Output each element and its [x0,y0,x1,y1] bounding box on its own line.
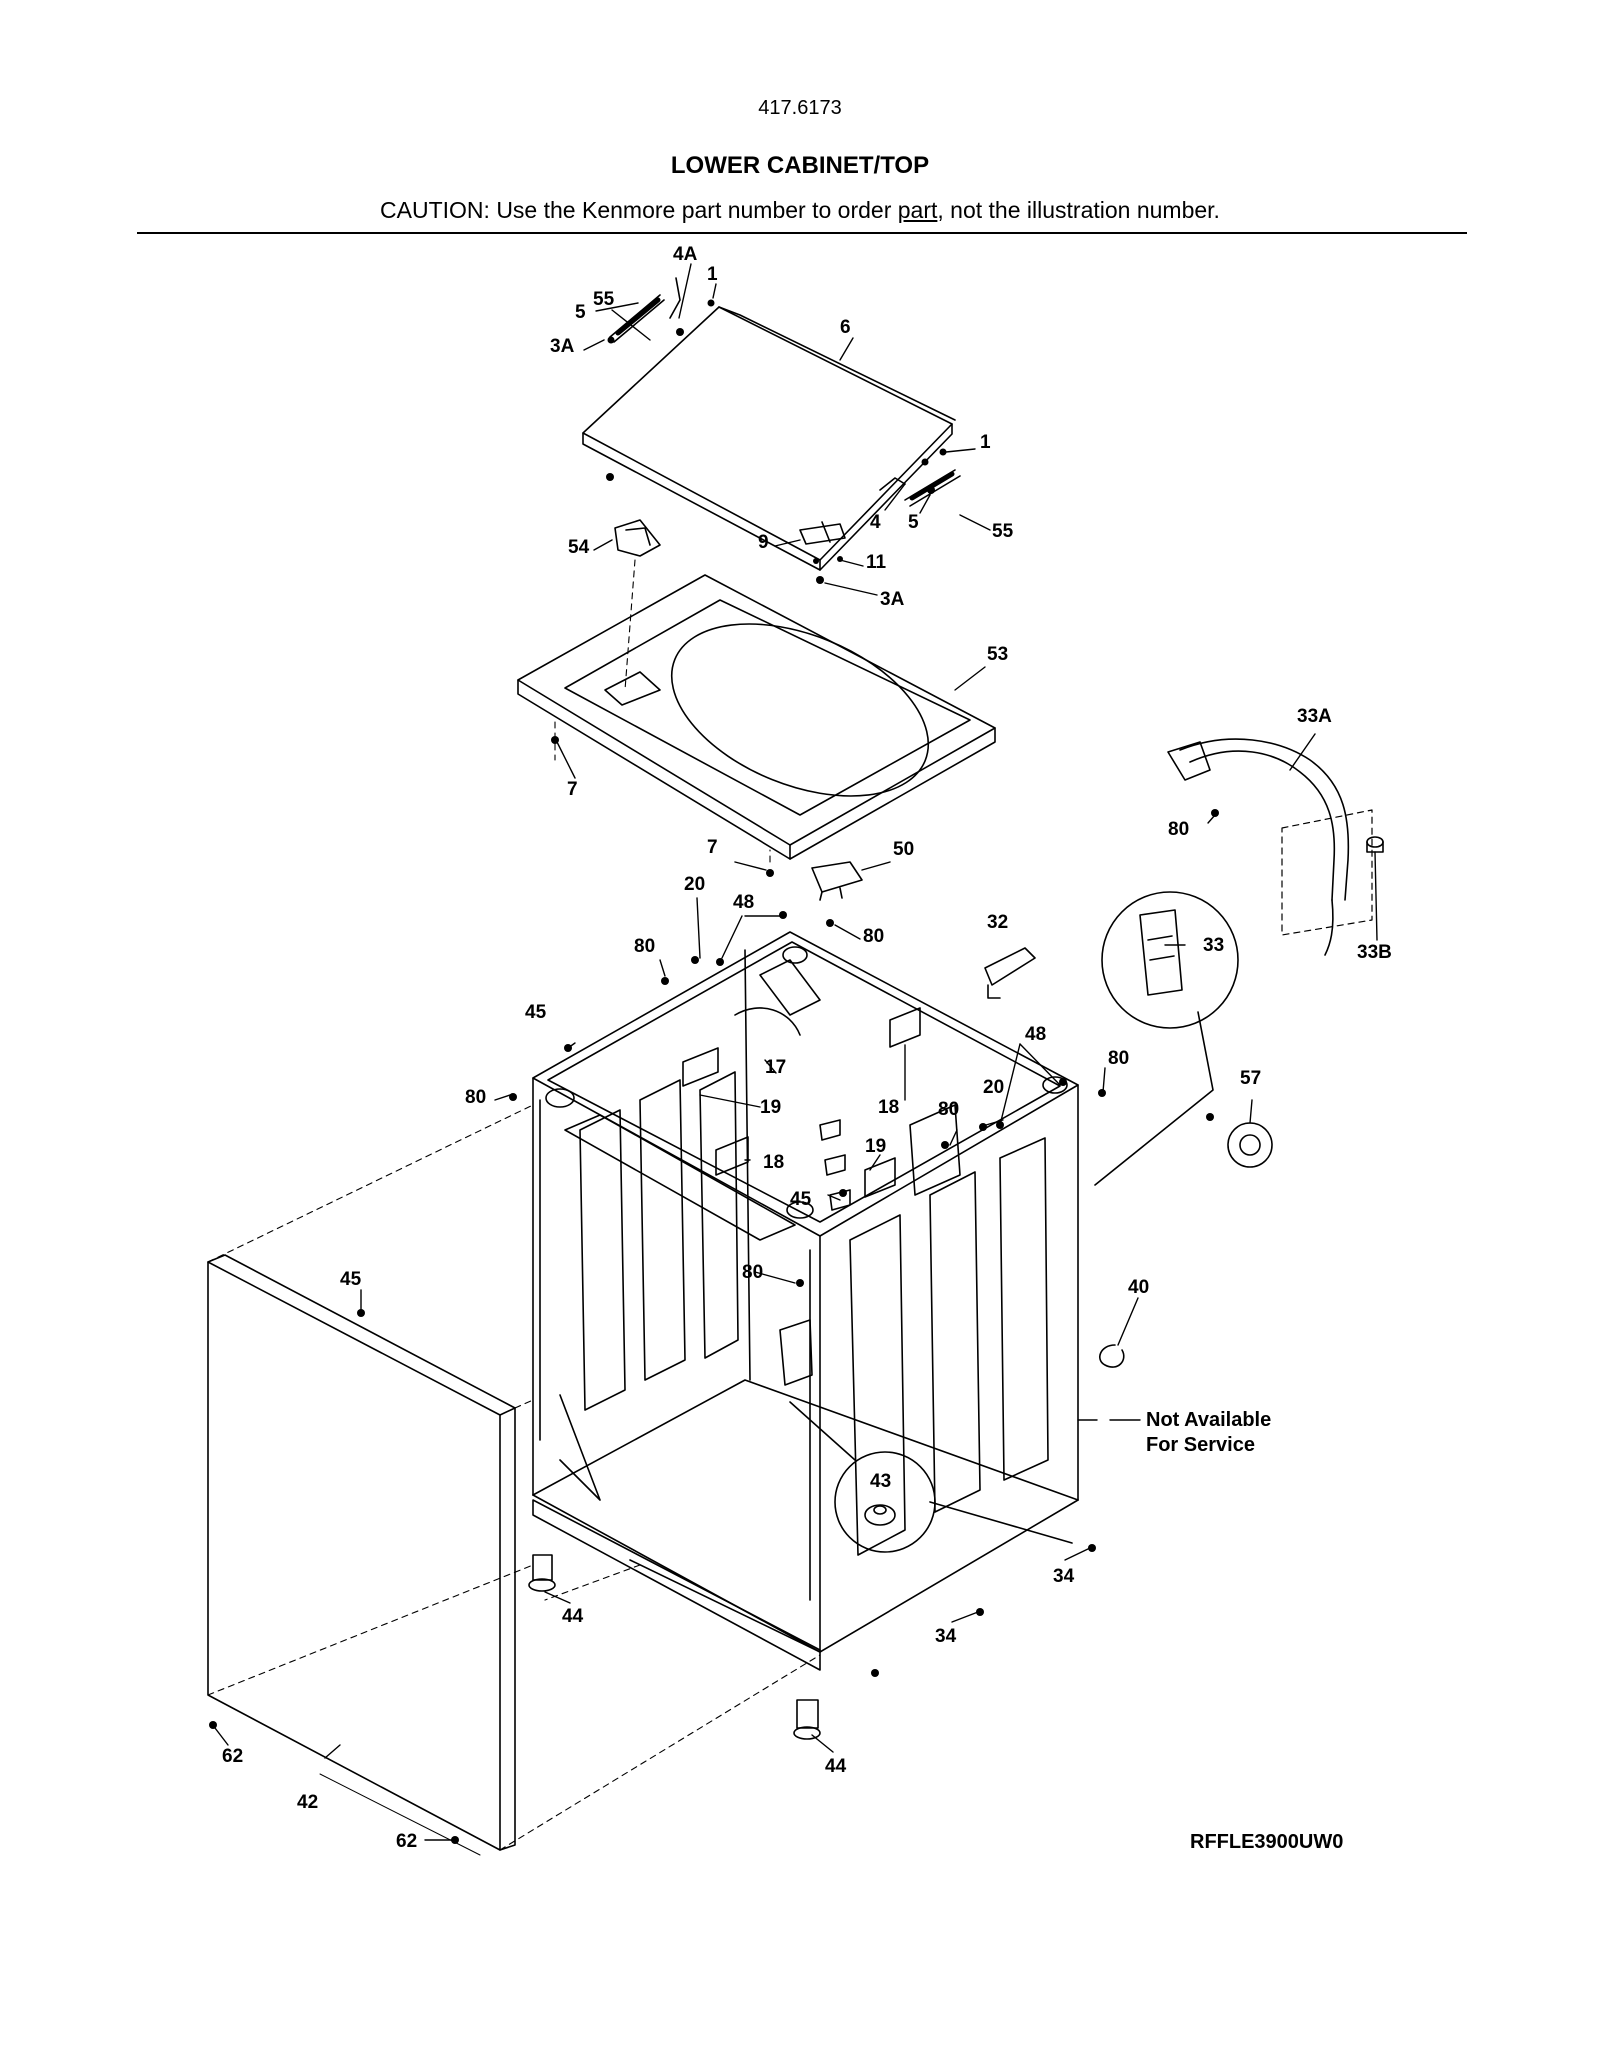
callout-19-bottom: 19 [865,1136,886,1157]
callout-7-right: 7 [707,837,718,858]
callout-62-bottom: 62 [396,1831,417,1852]
callout-6: 6 [840,317,851,338]
callout-45-inner: 45 [790,1189,812,1210]
callout-55-right: 55 [992,521,1014,542]
callout-3A-left: 3A [550,336,575,357]
callout-40: 40 [1128,1277,1149,1298]
model-number: 417.6173 [758,97,842,119]
callout-4A: 4A [673,244,698,265]
lid-hinge-bracket [799,521,846,545]
callout-3A-right: 3A [880,589,905,610]
callout-32: 32 [987,912,1008,933]
diagram-code: RFFLE3900UW0 [1190,1831,1343,1853]
lid-spring-top-left [609,277,681,343]
callout-53: 53 [987,644,1008,665]
label-pads [682,1007,921,1198]
callout-20-right: 20 [983,1077,1004,1098]
leveling-leg-front[interactable] [793,1699,821,1740]
callout-45-panel: 45 [340,1269,362,1290]
callout-80-hose: 80 [1168,819,1189,840]
fastener-screws [209,299,1219,1844]
page-title: LOWER CABINET/TOP [670,152,930,179]
callout-80-top: 80 [863,926,884,947]
front-panel-part[interactable] [207,1254,516,1851]
caution-text: CAUTION: Use the Kenmore part number to … [0,197,1600,224]
bumper-detail-circle [789,1401,1073,1553]
valve-bracket-part[interactable] [984,947,1036,999]
wire-harness [734,1007,801,1036]
caution-part-link[interactable]: part [897,197,938,223]
callout-34-front: 34 [935,1626,957,1647]
bleach-dispenser-part[interactable] [614,519,661,557]
callout-33: 33 [1203,935,1224,956]
callout-55-top: 55 [593,289,615,310]
lid-part[interactable] [582,306,956,571]
callout-50: 50 [893,839,914,860]
callout-labels: 4A 1 55 5 6 1 3A 4 5 55 9 11 3A 54 53 7 … [222,244,1392,1852]
callout-48-left: 48 [733,892,754,913]
lid-switch-part[interactable] [811,861,863,901]
hose-washer-part[interactable] [1366,836,1384,853]
valve-detail-circle [1094,891,1239,1186]
callout-4: 4 [870,512,881,533]
callout-42: 42 [297,1792,318,1813]
callout-17: 17 [765,1057,786,1078]
cabinet-top-part[interactable] [517,574,996,860]
callout-18-bottom: 18 [763,1152,784,1173]
callout-34-right: 34 [1053,1566,1075,1587]
callout-19-top: 19 [760,1097,781,1118]
leveling-leg-left[interactable] [528,1554,556,1592]
callout-9: 9 [758,532,769,553]
callout-1-right: 1 [980,432,991,453]
pump-cover-part[interactable] [1227,1122,1273,1168]
hose-clip-part[interactable] [1099,1344,1125,1368]
callout-7-left: 7 [567,779,578,800]
callout-44-left: 44 [562,1606,584,1627]
callout-33A: 33A [1297,706,1332,727]
callout-80-front: 80 [742,1262,763,1283]
callout-45-topleft: 45 [525,1002,547,1023]
inlet-hose-part[interactable] [1167,738,1350,956]
exploded-view-leader-lines [207,559,821,1851]
callout-5-top: 5 [575,302,586,323]
cabinet-body[interactable] [532,931,1079,1671]
note-line-2: For Service [1146,1434,1255,1456]
callout-11: 11 [866,552,887,573]
callout-57: 57 [1240,1068,1261,1089]
callout-leaders [214,263,1378,1856]
dashed-hose-guide [1281,809,1373,936]
header-divider [137,232,1467,234]
callout-80-right: 80 [1108,1048,1129,1069]
callout-44-front: 44 [825,1756,847,1777]
callout-48-right: 48 [1025,1024,1046,1045]
callout-62-top: 62 [222,1746,243,1767]
callout-54: 54 [568,537,590,558]
callout-80-inner: 80 [938,1099,959,1120]
service-note: Not Available For Service [1146,1409,1271,1456]
callout-20-left: 20 [684,874,705,895]
caution-suffix: , not the illustration number. [937,197,1220,223]
caution-prefix: CAUTION: Use the Kenmore part number to … [380,197,898,223]
callout-18-top: 18 [878,1097,899,1118]
callout-43: 43 [870,1471,891,1492]
callout-80-topleft: 80 [634,936,655,957]
callout-33B: 33B [1357,942,1392,963]
lid-spring-right [879,469,961,507]
callout-1-top: 1 [707,264,718,285]
callout-5-right: 5 [908,512,919,533]
note-line-1: Not Available [1146,1409,1271,1431]
callout-80-left: 80 [465,1087,486,1108]
